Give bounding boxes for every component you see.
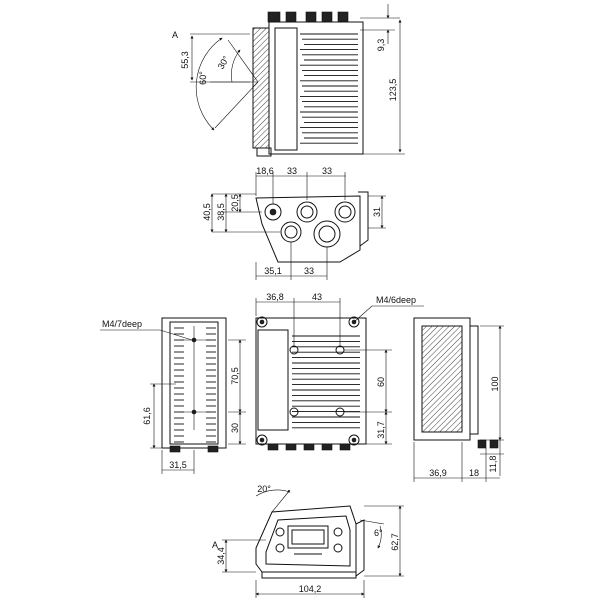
cooling-fins [300,33,358,144]
dim-20-5: 20,5 [230,194,240,212]
dim-33-b: 33 [322,166,332,176]
dim-36-9: 36,9 [429,468,447,478]
panel-button-right-up [333,527,343,537]
dim-40-5: 40,5 [202,203,212,221]
note-m4-7deep: M4/7deep [102,319,142,329]
dim-31-7: 31,7 [376,421,386,439]
dim-34-4: 34,4 [216,547,226,565]
side-view-top: A 55,3 60° 30° 9,3 123,5 [172,4,405,157]
dim-55-3: 55,3 [180,51,190,69]
connector-sockets [264,201,356,248]
rear-fins [174,327,216,443]
top-connectors [267,11,349,23]
dim-43: 43 [312,292,322,302]
angle-20: 20° [257,484,271,494]
dim-33-c: 33 [304,266,314,276]
connector-view: 18,6 33 33 20,5 38,5 40,5 31 35,1 33 [202,166,386,280]
angle-60: 60° [198,71,208,85]
angle-30: 30° [216,54,232,71]
dim-70-5: 70,5 [230,367,240,385]
dim-100: 100 [490,376,500,391]
dim-60: 60 [376,377,386,387]
bottom-connectors [267,443,351,451]
bottom-view: 20° A 34,4 6° 62,7 104,2 [212,484,404,598]
label-a-bottom: A [212,540,218,550]
heatsink-housing [255,317,367,445]
dim-9-3: 9,3 [376,39,386,52]
dim-35-1: 35,1 [264,266,282,276]
panel-button-down [275,543,285,553]
dim-18-6: 18,6 [256,166,274,176]
heatsink-view: 36,8 43 M4/6deep 60 31,7 [255,292,424,451]
hatched-window [252,27,270,149]
dim-30: 30 [230,423,240,433]
dim-123-5: 123,5 [388,79,398,102]
panel-button-right-down [333,543,343,553]
rear-housing [161,317,227,449]
control-panel [275,525,343,555]
front-view: 100 36,9 18 11,8 [413,317,504,482]
display [287,525,329,549]
dim-33-a: 33 [287,166,297,176]
connector-housing [255,195,361,263]
dim-36-8: 36,8 [266,292,284,302]
dim-38-5: 38,5 [216,203,226,221]
angle-6: 6° [374,528,383,538]
dim-31: 31 [372,207,382,217]
rear-view: M4/7deep 61,6 70,5 30 31,5 [100,317,246,474]
dim-11-8: 11,8 [488,456,498,473]
panel-button-up [275,527,285,537]
dim-61-6: 61,6 [142,407,152,425]
label-a-top: A [172,30,178,40]
heatsink-fins [292,335,360,429]
dim-104-2: 104,2 [299,584,322,594]
dim-31-5: 31,5 [169,460,187,470]
dim-18: 18 [469,468,479,478]
note-m4-6deep: M4/6deep [376,295,416,305]
front-window [421,325,463,433]
dim-62-7: 62,7 [390,533,400,551]
housing-body [268,21,364,155]
